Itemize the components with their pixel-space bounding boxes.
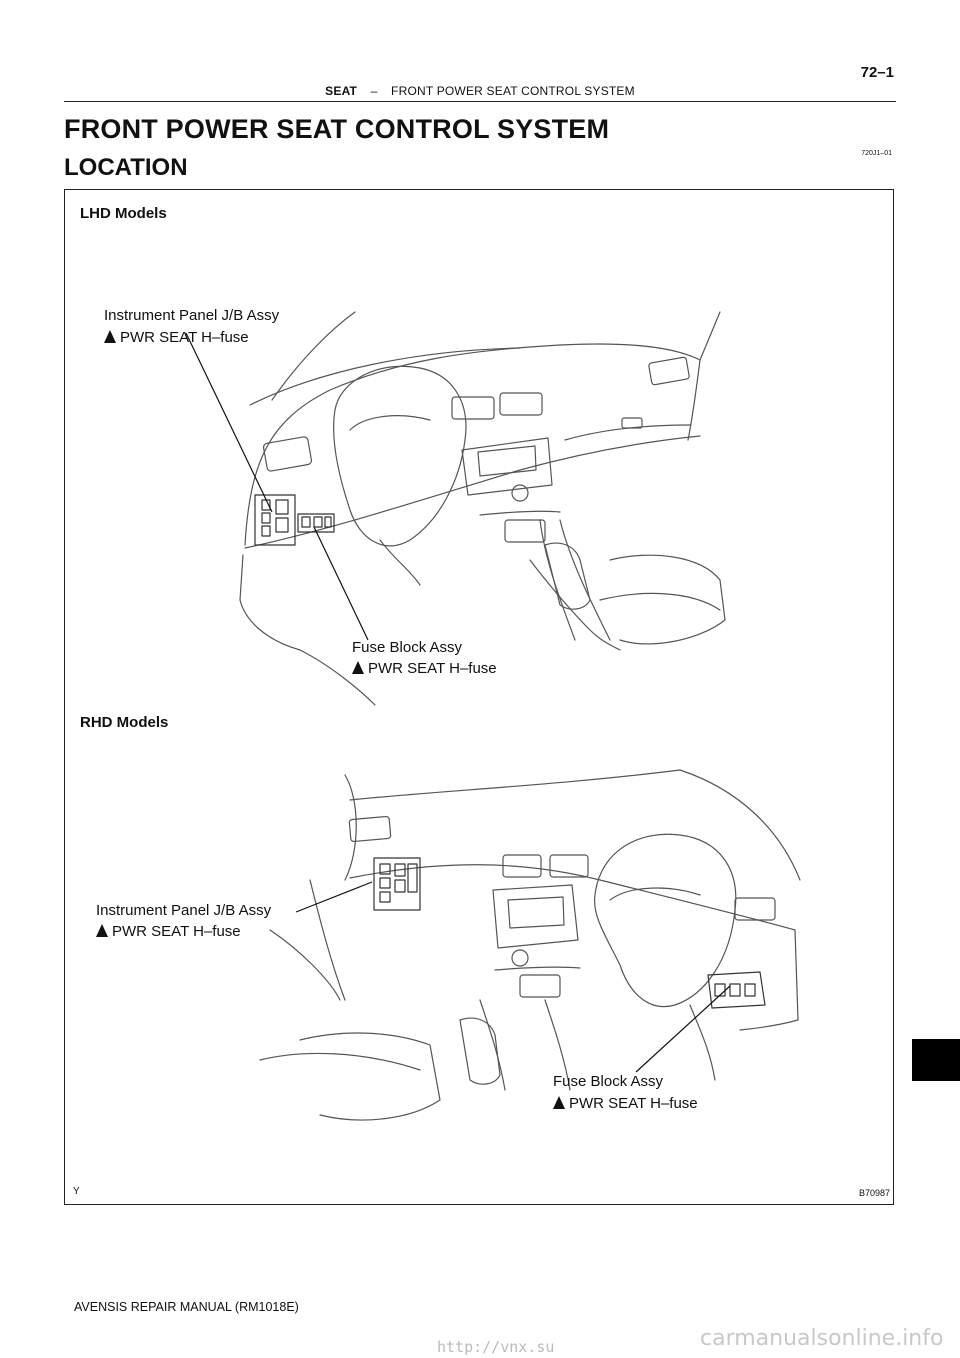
figure-corner-mark: Y bbox=[73, 1186, 80, 1197]
rhd-jb-label: Instrument Panel J/B Assy bbox=[96, 902, 272, 919]
triangle-bullet-icon bbox=[352, 661, 364, 674]
header-dash: – bbox=[370, 84, 378, 98]
rhd-fb-fuse: PWR SEAT H–fuse bbox=[553, 1095, 698, 1112]
watermark-link[interactable]: http://vnx.su bbox=[437, 1338, 555, 1356]
lhd-fb-leader bbox=[313, 526, 369, 641]
page-number: 72–1 bbox=[860, 64, 894, 81]
header-section: SEAT bbox=[325, 84, 358, 98]
figure-frame bbox=[64, 189, 894, 1205]
lhd-models-heading: LHD Models bbox=[80, 205, 167, 222]
page-title: FRONT POWER SEAT CONTROL SYSTEM bbox=[64, 114, 610, 144]
triangle-bullet-icon bbox=[553, 1096, 565, 1109]
lhd-jb-fuse: PWR SEAT H–fuse bbox=[104, 329, 249, 346]
lhd-jb-label: Instrument Panel J/B Assy bbox=[104, 307, 280, 324]
lhd-jb-leader bbox=[185, 332, 273, 513]
rhd-jb-leader bbox=[295, 881, 373, 913]
header-subsection: FRONT POWER SEAT CONTROL SYSTEM bbox=[391, 84, 635, 98]
rhd-dashboard-drawing bbox=[259, 769, 801, 1121]
rhd-fb-leader bbox=[635, 985, 731, 1073]
lhd-dashboard-drawing bbox=[239, 311, 726, 706]
rhd-models-heading: RHD Models bbox=[80, 714, 169, 731]
footer-manual-name: AVENSIS REPAIR MANUAL (RM1018E) bbox=[74, 1300, 299, 1314]
figure-id: B70987 bbox=[858, 1188, 890, 1198]
rhd-jb-fuse: PWR SEAT H–fuse bbox=[96, 923, 241, 940]
lhd-fb-fuse: PWR SEAT H–fuse bbox=[352, 660, 497, 677]
rhd-fb-label: Fuse Block Assy bbox=[553, 1073, 664, 1090]
running-header: SEAT – FRONT POWER SEAT CONTROL SYSTEM bbox=[0, 84, 960, 98]
section-tab-marker bbox=[912, 1039, 960, 1081]
header-rule bbox=[64, 101, 896, 102]
section-heading: LOCATION bbox=[64, 154, 188, 181]
triangle-bullet-icon bbox=[96, 924, 108, 937]
triangle-bullet-icon bbox=[104, 330, 116, 343]
lhd-fb-label: Fuse Block Assy bbox=[352, 639, 463, 656]
watermark-site: carmanualsonline.info bbox=[700, 1326, 944, 1351]
document-code: 720J1–01 bbox=[861, 150, 892, 157]
